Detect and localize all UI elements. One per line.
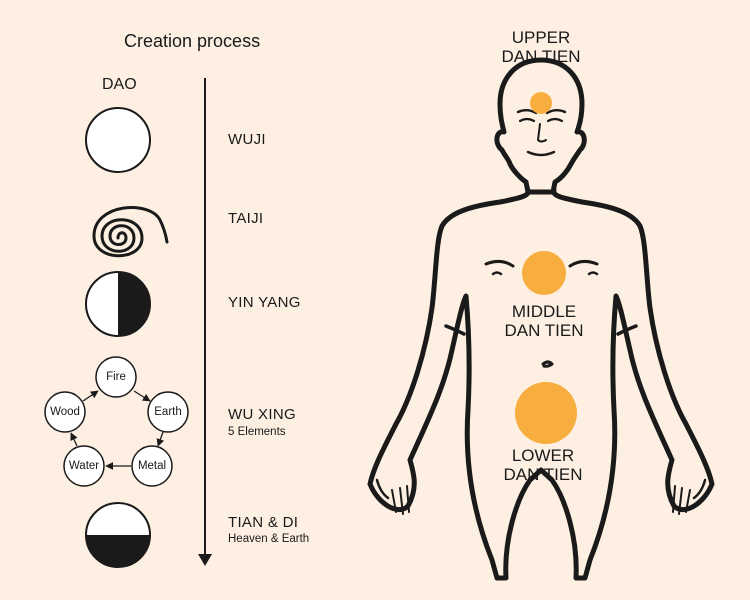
element-fire-label: Fire (106, 371, 126, 383)
timeline-arrow (198, 78, 212, 566)
stage-taiji-label: TAIJI (228, 210, 264, 227)
middle-dan-tien-label: MIDDLE DAN TIEN (504, 302, 583, 340)
head-outline (494, 57, 587, 195)
right-nipple (587, 271, 599, 276)
element-metal-label: Metal (137, 460, 167, 472)
middle-dan-tien-dot (522, 251, 566, 295)
lower-dan-tien-dot (515, 382, 577, 444)
upper-dan-tien-line1: UPPER (511, 28, 571, 47)
stage-yinyang-label: YIN YANG (228, 294, 301, 311)
wood-node (44, 391, 86, 433)
left-eyebrow (516, 109, 538, 115)
wu-xing-cycle (44, 356, 189, 487)
tian-di-icon (85, 502, 151, 568)
mouth (526, 150, 556, 157)
upper-dan-tien-label: UPPER DAN TIEN (501, 28, 580, 66)
right-eyebrow (545, 109, 567, 115)
stage-tiandi-label: TIAN & DI (228, 514, 299, 531)
diagram-title: Creation process (124, 31, 261, 51)
middle-dan-tien-line1: MIDDLE (511, 302, 577, 321)
left-arm-crease (444, 324, 466, 336)
water-to-wood-arrow (70, 432, 78, 447)
element-water-label: Water (68, 460, 100, 472)
earth-node (147, 391, 189, 433)
fire-to-earth-arrow (133, 390, 151, 402)
dao-label: DAO (102, 76, 137, 93)
wuji-circle-icon (85, 107, 151, 173)
lower-dan-tien-line1: LOWER (511, 446, 575, 465)
element-earth-label: Earth (154, 406, 182, 418)
left-eye (518, 117, 536, 123)
left-fingers (391, 485, 410, 515)
middle-dan-tien-line2: DAN TIEN (504, 321, 584, 341)
left-pectoral (484, 259, 515, 268)
right-arm-crease (616, 324, 638, 336)
stage-wuxing-sublabel: 5 Elements (228, 426, 286, 438)
navel (541, 360, 554, 368)
taiji-spiral-icon (92, 206, 169, 258)
fire-node (95, 356, 137, 398)
right-thumb (692, 478, 707, 500)
left-nipple (491, 271, 503, 276)
body-outline (367, 187, 715, 581)
stage-tiandi-sublabel: Heaven & Earth (228, 533, 310, 545)
water-node (63, 445, 105, 487)
metal-node (131, 445, 173, 487)
human-figure (367, 57, 715, 581)
right-pectoral (568, 259, 599, 268)
lower-dan-tien-line2: DAN TIEN (503, 465, 583, 485)
yin-yang-icon (85, 271, 151, 337)
element-wood-label: Wood (50, 406, 80, 418)
wood-to-fire-arrow (82, 390, 99, 402)
right-fingers (672, 485, 691, 515)
left-thumb (375, 478, 390, 500)
right-eye (546, 117, 564, 123)
upper-dan-tien-line2: DAN TIEN (501, 47, 581, 67)
upper-dan-tien-dot (530, 92, 552, 114)
stage-wuji-label: WUJI (228, 131, 266, 148)
stage-wuxing-label: WU XING (228, 406, 296, 423)
nose (537, 123, 547, 143)
earth-to-metal-arrow (156, 431, 165, 447)
lower-dan-tien-label: LOWER DAN TIEN (503, 446, 582, 484)
